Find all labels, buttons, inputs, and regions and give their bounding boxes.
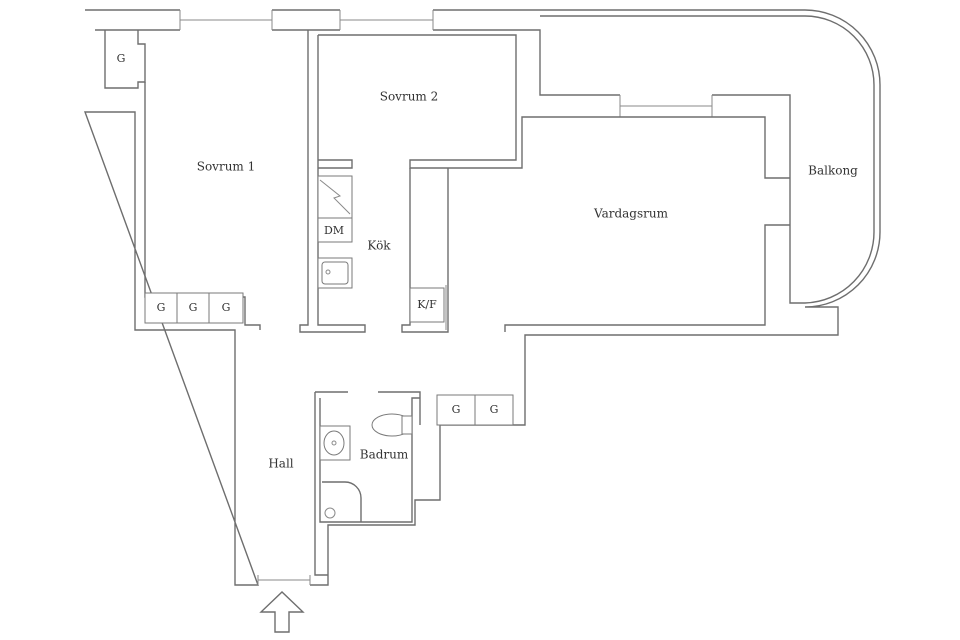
room-label-sovrum-1: Sovrum 1 — [197, 160, 256, 174]
wardrobe-label: G — [189, 301, 198, 314]
windows — [179, 10, 713, 585]
wardrobe-label: G — [490, 403, 499, 416]
room-label-badrum: Badrum — [360, 448, 409, 462]
room-label-balkong: Balkong — [808, 164, 858, 178]
toilet-icon — [371, 413, 413, 437]
bathroom-fixtures — [319, 413, 413, 522]
fridge-freezer-label: K/F — [417, 298, 437, 311]
wardrobe-label: G — [452, 403, 461, 416]
room-label-kok: Kök — [367, 239, 391, 253]
wardrobes: G G G G G G — [117, 52, 514, 426]
entrance-arrow-icon — [259, 591, 305, 633]
stove-icon — [319, 179, 351, 215]
room-label-vardagsrum: Vardagsrum — [593, 207, 669, 221]
kitchen-sink-icon — [321, 261, 349, 285]
kitchen-fixtures: DM K/F — [317, 175, 447, 330]
wardrobe-label: G — [157, 301, 166, 314]
room-label-hall: Hall — [268, 457, 293, 471]
interior-walls — [104, 30, 790, 576]
room-label-sovrum-2: Sovrum 2 — [380, 90, 439, 104]
washbasin-icon — [319, 425, 351, 461]
wardrobe-label: G — [117, 52, 126, 65]
room-labels: Sovrum 1 Sovrum 2 Kök Vardagsrum Balkong… — [197, 90, 858, 471]
wardrobe-label: G — [222, 301, 231, 314]
dishwasher-label: DM — [324, 224, 344, 237]
shower-icon — [322, 481, 362, 522]
